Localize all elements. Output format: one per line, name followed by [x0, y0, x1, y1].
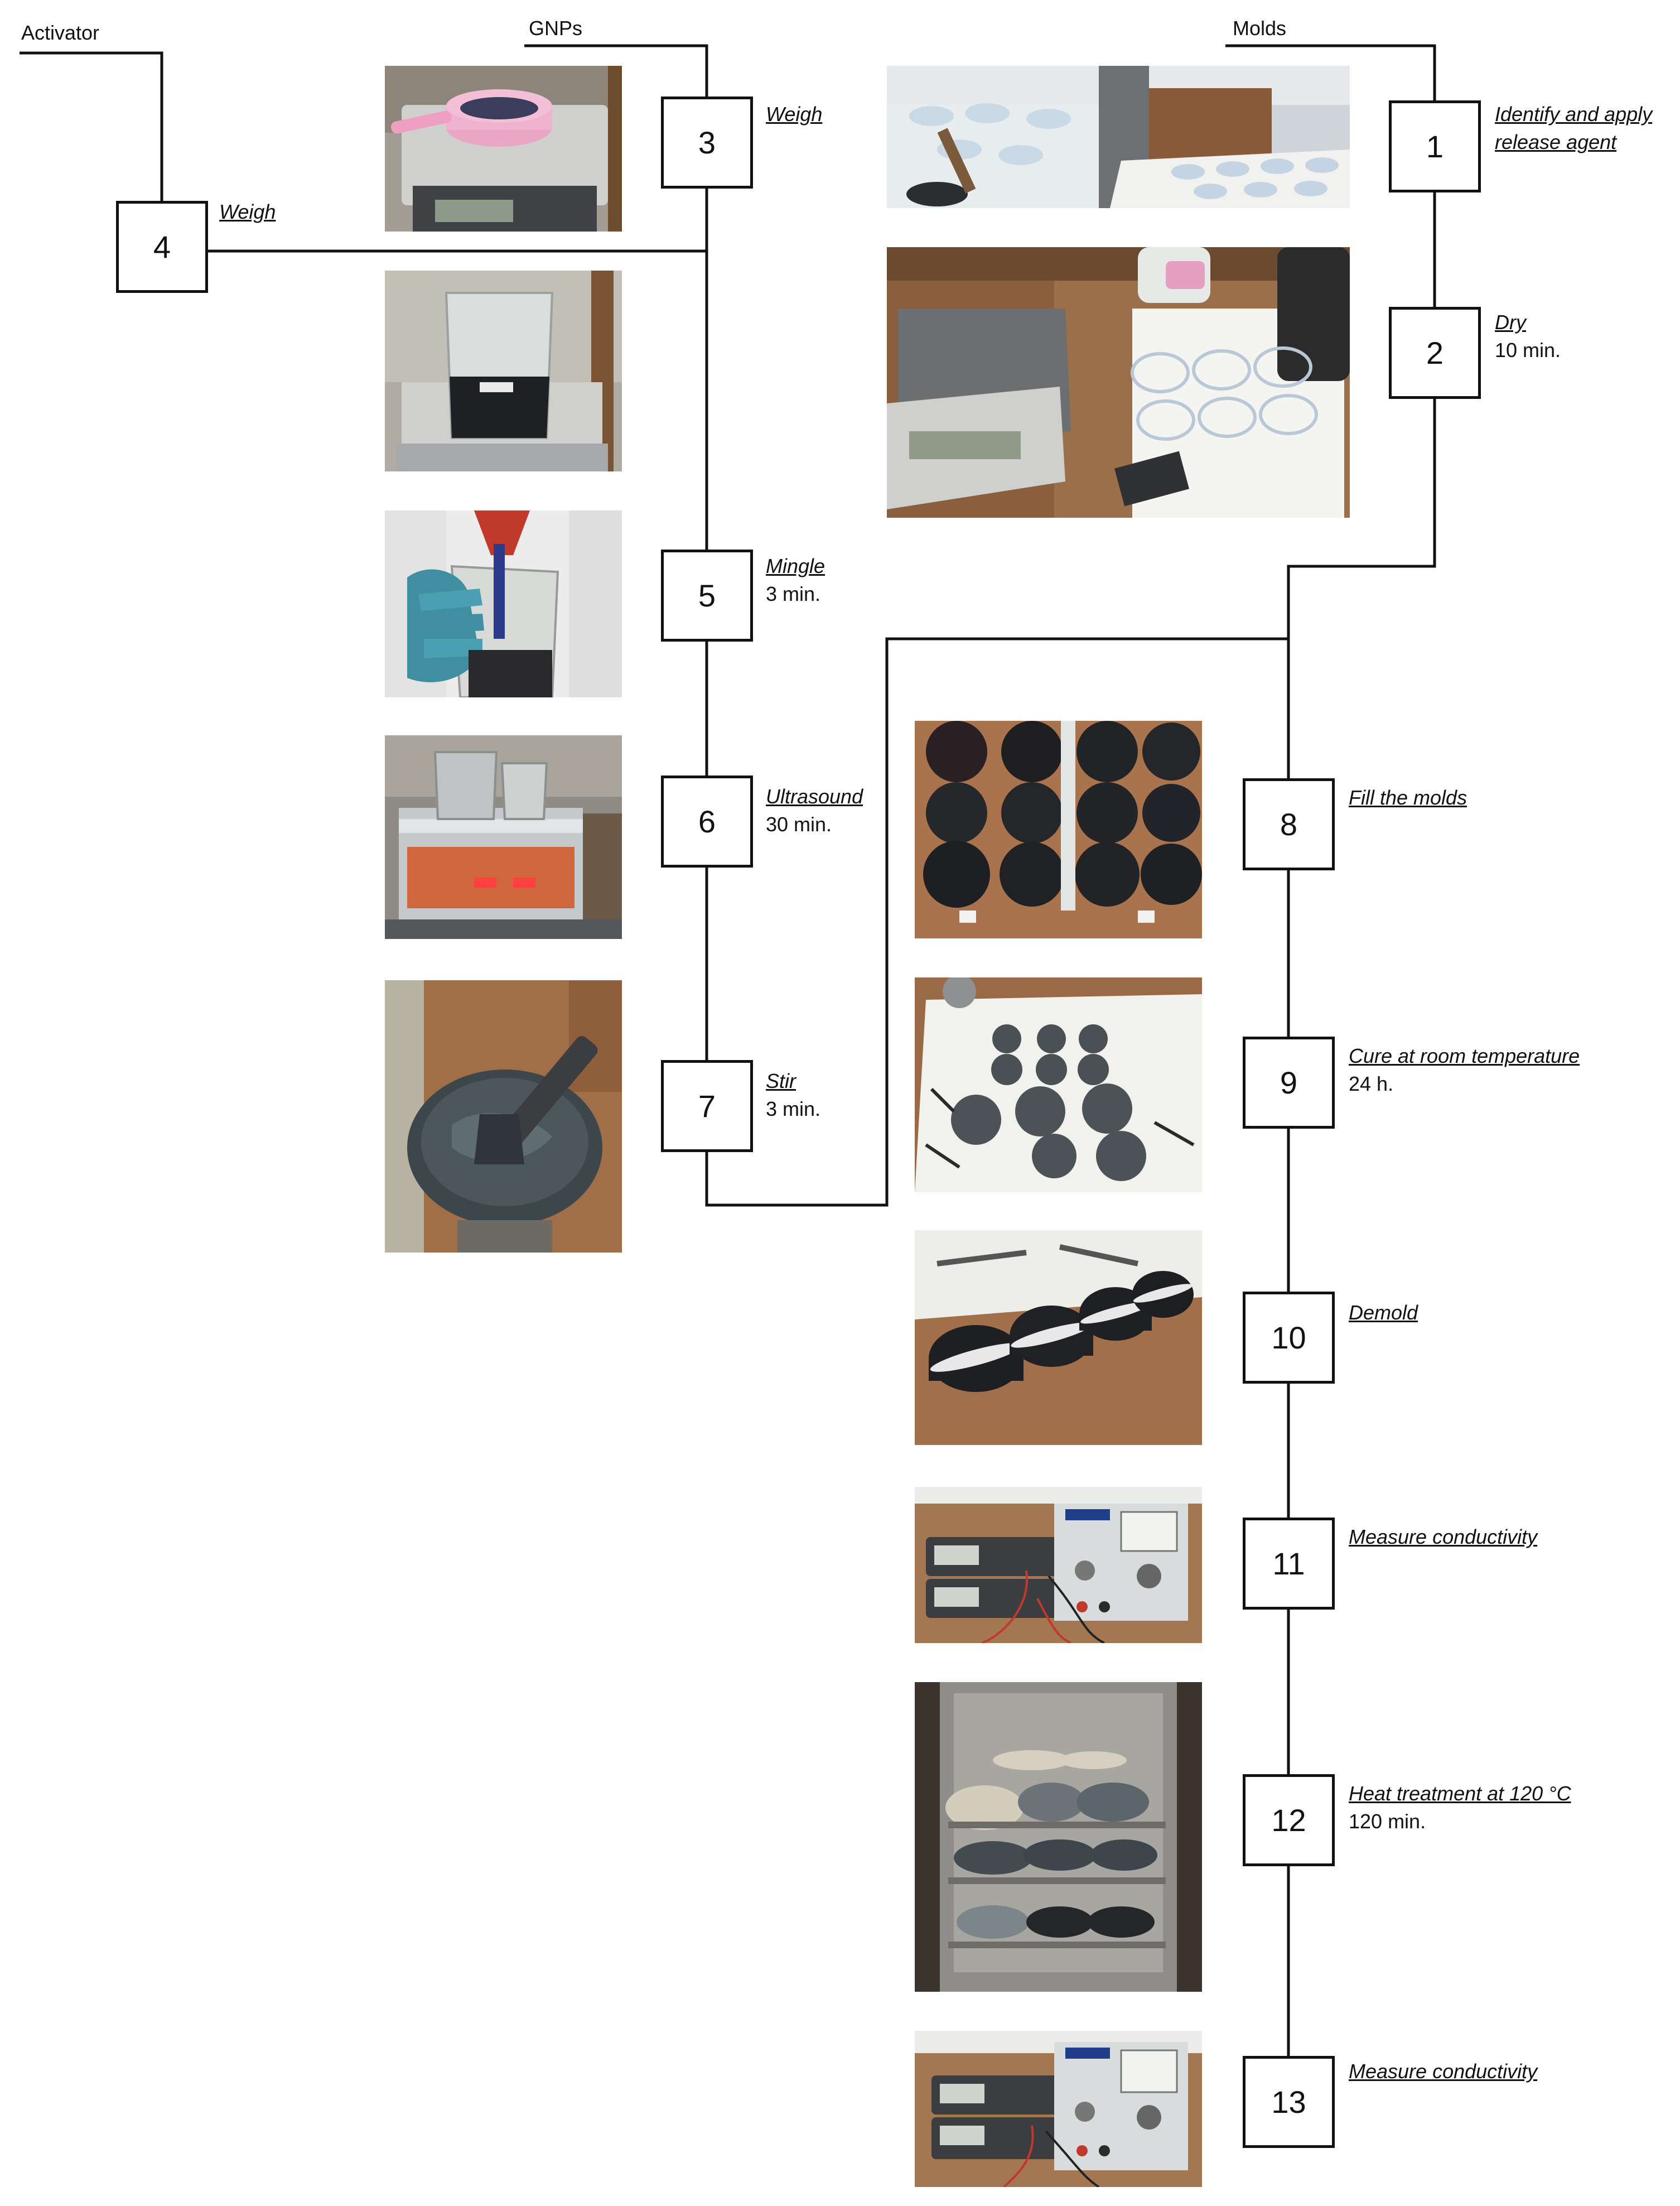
step-label-4: Weigh [219, 198, 276, 226]
photo-ultrasound [385, 735, 622, 939]
step-box-10: 10 [1243, 1292, 1335, 1384]
step-duration-7: 3 min. [766, 1097, 821, 1120]
input-label-activator: Activator [21, 21, 100, 44]
step-title-10: Demold [1349, 1301, 1418, 1324]
step-title-7: Stir [766, 1070, 796, 1092]
photo-measure-conductivity-2 [915, 2031, 1202, 2187]
photo-dry [887, 247, 1350, 518]
step-label-5: Mingle 3 min. [766, 552, 825, 608]
gnps-line [524, 44, 708, 97]
photo-cure [915, 977, 1202, 1192]
step-title-8: Fill the molds [1349, 786, 1467, 809]
step-box-7: 7 [661, 1060, 753, 1152]
step-box-6: 6 [661, 776, 753, 868]
step-label-6: Ultrasound 30 min. [766, 783, 863, 839]
connector-7-8 [705, 637, 1288, 1207]
step-box-11: 11 [1243, 1518, 1335, 1610]
step-duration-5: 3 min. [766, 582, 821, 605]
step-box-1: 1 [1389, 100, 1481, 192]
step-title-6: Ultrasound [766, 785, 863, 808]
step-title-3: Weigh [766, 103, 823, 126]
step-box-9: 9 [1243, 1037, 1335, 1129]
step-label-12: Heat treatment at 120 °C 120 min. [1349, 1780, 1571, 1836]
step-box-12: 12 [1243, 1774, 1335, 1866]
molds-line [1225, 44, 1436, 100]
step-title-9: Cure at room temperature [1349, 1044, 1580, 1067]
step-title-12: Heat treatment at 120 °C [1349, 1782, 1571, 1805]
activator-line [20, 51, 163, 201]
step-box-8: 8 [1243, 778, 1335, 870]
connector-2-8 [1287, 399, 1436, 778]
photo-measure-conductivity-1 [915, 1487, 1202, 1643]
step-duration-6: 30 min. [766, 813, 832, 836]
step-title-1b: release agent [1495, 131, 1617, 153]
step-box-4: 4 [116, 201, 208, 293]
step-label-2: Dry 10 min. [1495, 309, 1561, 364]
step-label-9: Cure at room temperature 24 h. [1349, 1042, 1580, 1098]
step-title-1a: Identify and apply [1495, 103, 1653, 126]
step-box-2: 2 [1389, 307, 1481, 399]
step-title-13: Measure conductivity [1349, 2060, 1538, 2083]
step-title-5: Mingle [766, 555, 825, 577]
step-label-11: Measure conductivity [1349, 1523, 1537, 1551]
step-label-13: Measure conductivity [1349, 2058, 1537, 2085]
step-duration-2: 10 min. [1495, 339, 1561, 362]
photo-identify-molds [887, 66, 1350, 208]
step-duration-9: 24 h. [1349, 1072, 1394, 1095]
step-title-2: Dry [1495, 311, 1526, 334]
step-label-10: Demold [1349, 1299, 1418, 1327]
photo-demold [915, 1230, 1202, 1445]
photo-fill-molds [915, 721, 1202, 938]
photo-beaker-on-scale [385, 271, 622, 471]
photo-weigh-gnps [385, 66, 622, 232]
step-label-3: Weigh [766, 100, 822, 128]
step-title-4: Weigh [219, 200, 276, 223]
photo-mingle [385, 510, 622, 697]
step-box-13: 13 [1243, 2056, 1335, 2148]
input-label-molds: Molds [1233, 17, 1287, 40]
step-label-7: Stir 3 min. [766, 1067, 820, 1123]
input-label-gnps: GNPs [529, 17, 583, 40]
step-box-5: 5 [661, 550, 753, 642]
step-duration-12: 120 min. [1349, 1810, 1426, 1833]
step-box-3: 3 [661, 97, 753, 189]
photo-heat-treatment [915, 1682, 1202, 1992]
step-label-8: Fill the molds [1349, 784, 1467, 812]
step-title-11: Measure conductivity [1349, 1525, 1538, 1548]
step-label-1: Identify and apply release agent [1495, 100, 1652, 156]
photo-stir [385, 980, 622, 1253]
